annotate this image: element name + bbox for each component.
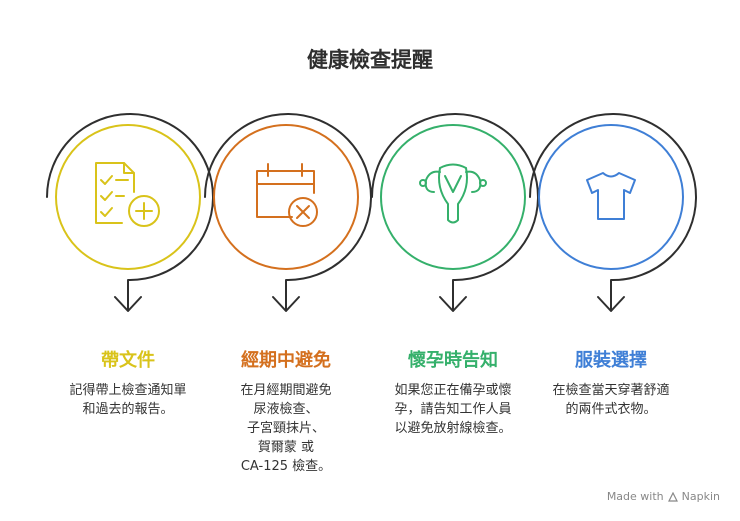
arrow-head-3 bbox=[439, 296, 467, 312]
arc-1 bbox=[46, 113, 214, 311]
napkin-footer[interactable]: Made with Napkin bbox=[607, 490, 720, 503]
document-plus-icon bbox=[95, 162, 160, 227]
tshirt-icon bbox=[586, 172, 636, 220]
step-description-1: 記得帶上檢查通知單 和過去的報告。 bbox=[69, 383, 187, 417]
arc-4 bbox=[529, 113, 697, 311]
napkin-logo-icon bbox=[667, 491, 678, 502]
page-title: 健康檢查提醒 bbox=[307, 48, 433, 72]
step-title-4: 服裝選擇 bbox=[575, 350, 647, 371]
step-title-1: 帶文件 bbox=[101, 350, 155, 371]
step-circle-3 bbox=[380, 124, 526, 270]
step-circle-4 bbox=[538, 124, 684, 270]
napkin-brand-label: Napkin bbox=[681, 490, 720, 503]
step-description-4: 在檢查當天穿著舒適 的兩件式衣物。 bbox=[552, 383, 670, 417]
step-circle-1 bbox=[55, 124, 201, 270]
arrow-head-1 bbox=[114, 296, 142, 312]
arc-2 bbox=[204, 113, 372, 311]
step-description-2: 在月經期間避免 尿液檢查、 子宮頸抹片、 賀爾蒙 或 CA-125 檢查。 bbox=[240, 383, 332, 474]
step-circle-2 bbox=[213, 124, 359, 270]
step-title-3: 懷孕時告知 bbox=[408, 350, 498, 371]
uterus-icon bbox=[419, 163, 487, 224]
calendar-x-icon bbox=[256, 163, 318, 227]
arrow-head-2 bbox=[272, 296, 300, 312]
step-title-2: 經期中避免 bbox=[241, 350, 331, 371]
step-description-3: 如果您正在備孕或懷 孕，請告知工作人員 以避免放射線檢查。 bbox=[394, 383, 512, 436]
made-with-label: Made with bbox=[606, 490, 664, 503]
arrow-head-4 bbox=[597, 296, 625, 312]
arc-3 bbox=[371, 113, 539, 311]
